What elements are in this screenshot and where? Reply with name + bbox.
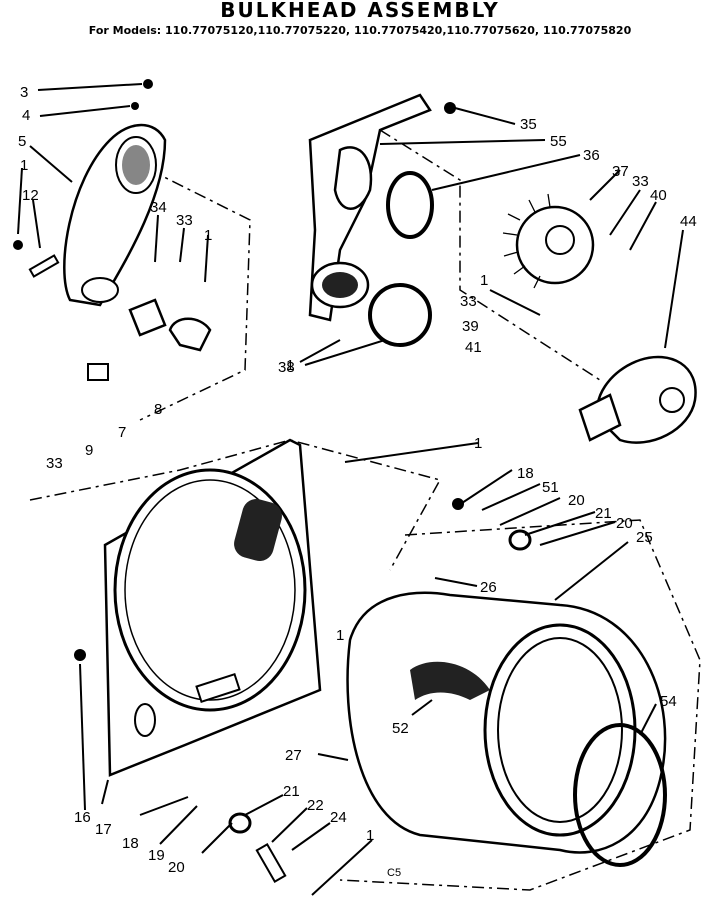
clamp-8 xyxy=(168,317,212,352)
callout-4: 4 xyxy=(22,107,30,124)
upper-left-frame xyxy=(139,169,251,421)
callout-33-d: 33 xyxy=(460,293,477,310)
callout-26: 26 xyxy=(480,579,497,596)
roller-21-lower xyxy=(228,812,252,834)
callout-12: 12 xyxy=(22,187,39,204)
callout-9: 9 xyxy=(85,442,93,459)
callout-33-c: 33 xyxy=(632,173,649,190)
screw-4 xyxy=(131,102,139,110)
callout-40: 40 xyxy=(650,187,667,204)
callout-38: 38 xyxy=(278,359,295,376)
callout-22: 22 xyxy=(307,797,324,814)
drum-part xyxy=(346,591,667,854)
bracket-9 xyxy=(87,363,109,381)
callout-37: 37 xyxy=(612,163,629,180)
callout-55: 55 xyxy=(550,133,567,150)
drum-frame xyxy=(339,519,701,891)
callout-27: 27 xyxy=(285,747,302,764)
callout-7: 7 xyxy=(118,424,126,441)
callout-8: 8 xyxy=(154,401,162,418)
callout-17: 17 xyxy=(95,821,112,838)
screw-3 xyxy=(143,79,153,89)
page-title: BULKHEAD ASSEMBLY xyxy=(220,0,500,22)
callout-3: 3 xyxy=(20,84,28,101)
callout-1-f: 1 xyxy=(336,627,344,644)
callout-36: 36 xyxy=(583,147,600,164)
callout-25: 25 xyxy=(636,529,653,546)
shaft-22 xyxy=(255,843,287,883)
fan-housing-part xyxy=(578,355,697,444)
callout-18-b: 18 xyxy=(122,835,139,852)
callout-1-e: 1 xyxy=(474,435,482,452)
bracket-12 xyxy=(28,254,60,278)
callout-20-a: 20 xyxy=(568,492,585,509)
models-line: For Models: 110.77075120,110.77075220, 1… xyxy=(88,24,632,37)
seal-36 xyxy=(386,171,434,239)
callout-21-a: 21 xyxy=(595,505,612,522)
callout-1-c: 1 xyxy=(480,272,488,289)
callout-35: 35 xyxy=(520,116,537,133)
fan-impeller-part xyxy=(502,193,595,289)
callout-33-a: 33 xyxy=(176,212,193,229)
callout-33-b: 33 xyxy=(46,455,63,472)
bulkhead-frame xyxy=(29,439,442,571)
screw-18-upper xyxy=(452,498,464,510)
rear-duct-part xyxy=(308,93,432,322)
callout-54: 54 xyxy=(660,693,677,710)
callout-1-b: 1 xyxy=(204,227,212,244)
blower-housing-part xyxy=(63,123,167,307)
callout-51: 51 xyxy=(542,479,559,496)
callout-16: 16 xyxy=(74,809,91,826)
callout-44: 44 xyxy=(680,213,697,230)
callout-39: 39 xyxy=(462,318,479,335)
callout-21-b: 21 xyxy=(283,783,300,800)
callout-1-a: 1 xyxy=(20,157,28,174)
callout-24: 24 xyxy=(330,809,347,826)
callout-5: 5 xyxy=(18,133,26,150)
callout-1-d: 1 xyxy=(286,357,294,374)
roller-21-upper xyxy=(508,529,532,551)
callout-19: 19 xyxy=(148,847,165,864)
callout-18-a: 18 xyxy=(517,465,534,482)
callout-1-g: 1 xyxy=(366,827,374,844)
screw-35 xyxy=(444,102,456,114)
callout-41: 41 xyxy=(465,339,482,356)
callout-34: 34 xyxy=(150,199,167,216)
seal-38 xyxy=(368,283,432,347)
callout-20-c: 20 xyxy=(168,859,185,876)
callout-labels: 3 4 5 1 12 34 33 1 33 9 7 8 35 55 36 37 … xyxy=(18,84,697,879)
front-bulkhead-part xyxy=(103,438,322,777)
drum-seal-54 xyxy=(573,723,667,867)
duct-connector-7 xyxy=(128,298,167,337)
screw-1-left xyxy=(13,240,23,250)
callout-52: 52 xyxy=(392,720,409,737)
callout-20-b: 20 xyxy=(616,515,633,532)
screw-16 xyxy=(74,649,86,661)
diagram-code: C5 xyxy=(387,867,401,879)
leader-lines xyxy=(17,83,684,896)
